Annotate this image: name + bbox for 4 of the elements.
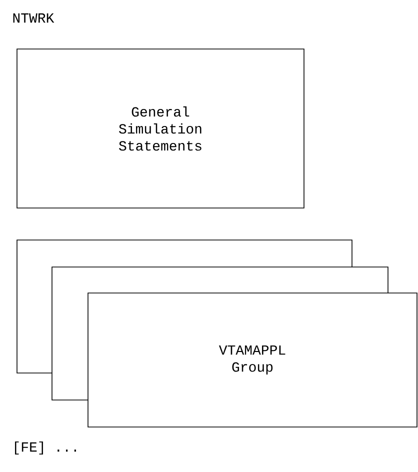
text-box: VTAMAPPL Group <box>88 292 418 428</box>
text-box: General Simulation Statements <box>16 48 304 208</box>
label-text: NTWRK <box>13 13 54 23</box>
label-text: [FE] ... <box>15 441 76 455</box>
